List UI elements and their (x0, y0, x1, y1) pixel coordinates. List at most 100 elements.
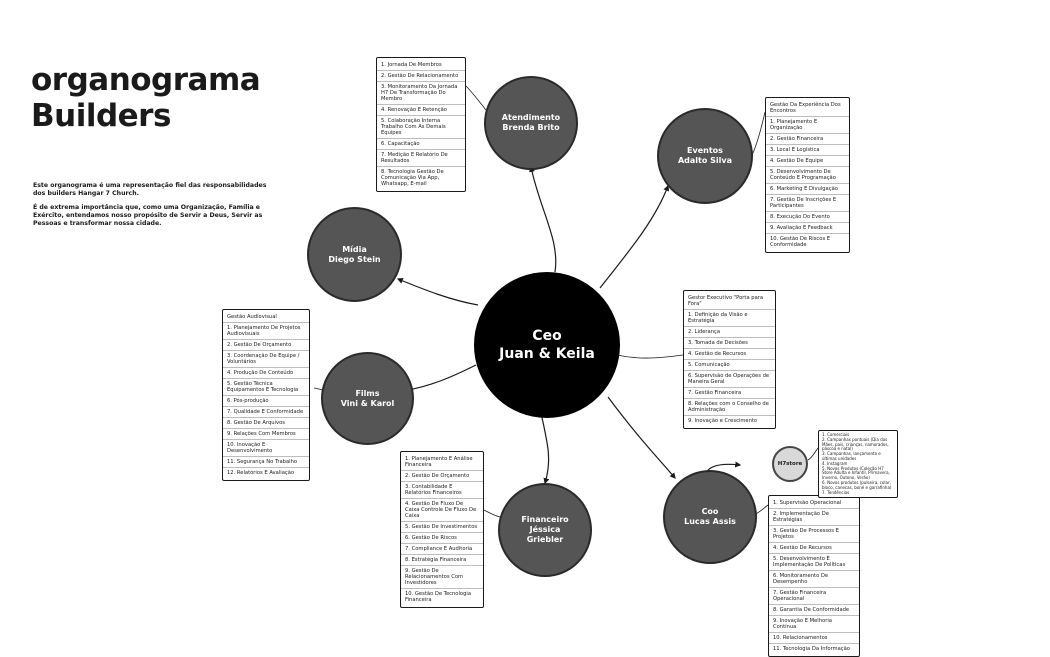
node-midia-name: Diego Stein (328, 254, 381, 264)
node-midia: Mídia Diego Stein (307, 207, 402, 302)
node-midia-title: Mídia (342, 244, 367, 254)
list-item: 2. Gestão De Relacionamento (377, 70, 465, 81)
list-item: 8. Garantia De Conformidade (769, 604, 859, 615)
list-item: 2. Liderança (684, 326, 775, 337)
title-line-2: Builders (31, 98, 171, 134)
list-item: 4. Gestão De Equipe (766, 155, 849, 166)
list-item: 12. Relatórios E Avaliação (223, 467, 309, 478)
node-financeiro-name-2: Griebler (526, 535, 564, 544)
arrow-ceo-coo (607, 396, 676, 479)
list-item: 6. Capacitação (377, 138, 465, 149)
list-financeiro: 1. Planejamento E Análise Financeira 2. … (400, 451, 484, 608)
list-header: Gestor Executivo "Porta para Fora" (688, 295, 764, 307)
list-item: 8. Estratégia Financeira (401, 554, 483, 565)
list-item: 1. Planejamento E Análise Financeira (405, 456, 473, 468)
node-coo-name: Lucas Assis (684, 517, 736, 526)
list-item: 1. Supervisão Operacional (773, 500, 842, 506)
list-item: 1. Planejamento E Organização (766, 116, 849, 133)
list-item: 9. Inovação e Crescimento (684, 415, 775, 426)
node-coo: Coo Lucas Assis (663, 470, 757, 564)
list-item: 5. Novos Produtos (Coleção H7 Store Adul… (822, 465, 890, 481)
list-item: 6. Marketing E Divulgação (766, 183, 849, 194)
list-item: 11. Tecnologia Da Informação (769, 643, 859, 654)
line-atendimento-list (465, 85, 487, 111)
arrow-ceo-midia (396, 278, 479, 306)
list-item: 1. Comerciais (822, 432, 850, 437)
title-line-1: organograma (31, 62, 261, 98)
list-item: 4. Renovação E Retenção (377, 104, 465, 115)
list-item: 8. Tecnologia Gestão De Comunicação Via … (377, 166, 465, 189)
list-item: 10. Relacionamentos (769, 632, 859, 643)
list-item: 7. Gestão Financeira (684, 387, 775, 398)
list-films: Gestão Audiovisual 1. Planejamento De Pr… (222, 309, 310, 481)
node-atendimento-title: Atendimento (501, 113, 561, 122)
line-h7store-list (807, 447, 819, 461)
list-item: 10. Inovação E Desenvolvimento (223, 439, 309, 456)
list-item: 7. Gestão Financeira Operacional (769, 587, 859, 604)
list-item: 8. Execução Do Evento (766, 211, 849, 222)
node-coo-title: Coo (701, 507, 719, 516)
list-item: 3. Monitoramento Da Jornada H7 De Transf… (377, 81, 465, 104)
list-atendimento: 1. Jornada De Membros 2. Gestão De Relac… (376, 57, 466, 192)
list-item: 4. Instagram (822, 460, 848, 466)
node-eventos-name: Adalto Silva (677, 156, 733, 165)
node-atendimento: Atendimento Brenda Brito (484, 76, 578, 170)
node-financeiro-title: Financeiro (521, 515, 569, 524)
list-item: 7. Tendências (822, 489, 850, 495)
node-financeiro-name-1: Jéssica (529, 525, 561, 534)
arrow-ceo-eventos (599, 184, 670, 289)
page-title: organograma Builders (31, 62, 261, 134)
list-item: 3. Campanhas, lançamento e últimas unida… (822, 451, 881, 461)
node-films-title: Films (355, 388, 380, 398)
list-item: 3. Contabilidade E Relatórios Financeiro… (401, 481, 483, 498)
list-item: 7. Compliance E Auditoria (401, 543, 483, 554)
list-item: 6. Pós-produção (223, 395, 309, 406)
node-financeiro: Financeiro Jéssica Griebler (498, 483, 592, 577)
list-item: 10. Gestão De Riscos E Conformidade (766, 233, 849, 250)
list-header: Gestão Da Experiência Dos Encontros (770, 102, 841, 114)
list-item: 4. Gestão De Fluxo De Caixa Controle De … (401, 498, 483, 521)
line-eventos-list (751, 111, 766, 156)
list-item: 11. Segurança No Trabalho (223, 456, 309, 467)
list-item: 4. Gestão De Recursos (769, 542, 859, 553)
list-item: 2. Implementação De Estratégias (769, 508, 859, 525)
node-films-name: Vini & Karol (340, 398, 395, 408)
list-item: 3. Gestão De Processos E Projetos (769, 525, 859, 542)
list-item: 5. Colaboração Interna Trabalho Com As D… (377, 115, 465, 138)
arrow-ceo-films (406, 364, 477, 393)
list-item: 5. Desenvolvimento De Conteúdo E Program… (766, 166, 849, 183)
list-item: 6. Supervisão de Operações de Maneira Ge… (684, 370, 775, 387)
list-item: 8. Relações com o Conselho de Administra… (684, 398, 775, 415)
list-item: 9. Inovação E Melhoria Contínua (769, 615, 859, 632)
list-item: 5. Desenvolvimento E Implementação De Po… (769, 553, 859, 570)
list-item: 2. Gestão Financeira (766, 133, 849, 144)
node-ceo-name: Juan & Keila (499, 346, 595, 362)
list-item: 3. Coordenação De Equipe / Voluntários (223, 350, 309, 367)
description-paragraph-1: Este organograma é uma representação fie… (33, 182, 267, 197)
list-item: 6. Novos produtos (pulseira, colar, bloc… (822, 479, 892, 490)
list-item: 9. Gestão De Relacionamentos Com Investi… (401, 565, 483, 588)
node-eventos-title: Eventos (687, 146, 723, 155)
list-item: 3. Tomada de Decisões (684, 337, 775, 348)
node-eventos: Eventos Adalto Silva (657, 108, 753, 204)
node-h7store-label: H7store (777, 461, 803, 467)
list-ceo: Gestor Executivo "Porta para Fora" 1. De… (683, 290, 776, 429)
line-financeiro-list (483, 509, 501, 518)
description: Este organograma é uma representação fie… (33, 182, 273, 234)
node-ceo: Ceo Juan & Keila (474, 272, 620, 418)
arrow-ceo-atendimento (529, 165, 557, 273)
list-item: 7. Medição E Relatório De Resultados (377, 149, 465, 166)
node-films: Films Vini & Karol (321, 352, 414, 445)
description-paragraph-2: É de extrema importância que, como uma O… (33, 204, 263, 227)
list-item: 2. Gestão De Orçamento (401, 470, 483, 481)
list-item: 7. Qualidade E Conformidade (223, 406, 309, 417)
list-coo: 1. Supervisão Operacional 2. Implementaç… (768, 495, 860, 657)
list-item: 4. Gestão de Recursos (684, 348, 775, 359)
list-item: 6. Gestão De Riscos (401, 532, 483, 543)
arrow-ceo-financeiro (540, 412, 550, 485)
list-item: 9. Avaliação E Feedback (766, 222, 849, 233)
list-item: 4. Produção De Conteúdo (223, 367, 309, 378)
line-ceo-list (616, 354, 684, 359)
list-eventos: Gestão Da Experiência Dos Encontros 1. P… (765, 97, 850, 253)
list-h7store: 1. Comerciais 2. Campanhas pontuais (Dia… (818, 430, 898, 499)
